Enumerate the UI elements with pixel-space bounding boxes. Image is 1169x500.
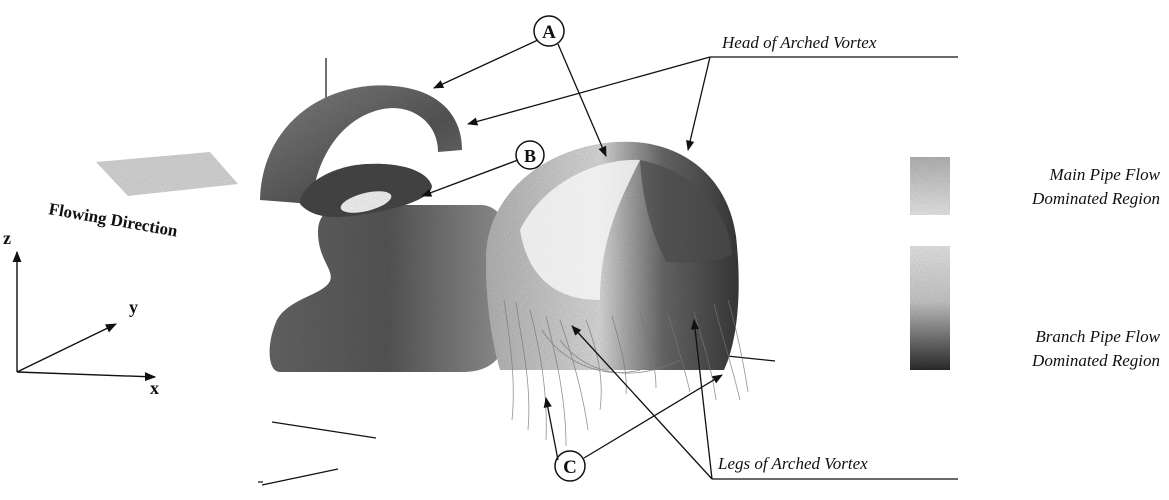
head-of-arched-vortex-label: Head of Arched Vortex	[721, 33, 877, 52]
flowing-direction-label: Flowing Direction	[47, 199, 179, 240]
marker-b-label: B	[524, 146, 536, 166]
legend: Main Pipe Flow Dominated Region Branch P…	[910, 157, 1161, 370]
z-axis-label: z	[3, 228, 11, 248]
legend-swatch-branch-pipe	[910, 246, 950, 370]
legend-branch-pipe-line2: Dominated Region	[1031, 351, 1160, 370]
main-pipe-region-patch	[96, 152, 238, 196]
marker-a-label: A	[542, 22, 556, 43]
marker-c-label: C	[563, 457, 577, 478]
legend-branch-pipe-line1: Branch Pipe Flow	[1035, 327, 1160, 346]
x-axis-label: x	[150, 378, 159, 398]
y-axis-label: y	[129, 297, 138, 317]
right-arched-vortex	[486, 142, 748, 446]
legend-main-pipe-line2: Dominated Region	[1031, 189, 1160, 208]
legend-main-pipe-line1: Main Pipe Flow	[1049, 165, 1161, 184]
legend-swatch-main-pipe	[910, 157, 950, 215]
legs-of-arched-vortex-label: Legs of Arched Vortex	[717, 454, 868, 473]
marker-a: A	[534, 16, 564, 46]
marker-c: C	[555, 451, 585, 481]
marker-b: B	[516, 141, 544, 169]
left-arched-vortex	[260, 85, 506, 372]
